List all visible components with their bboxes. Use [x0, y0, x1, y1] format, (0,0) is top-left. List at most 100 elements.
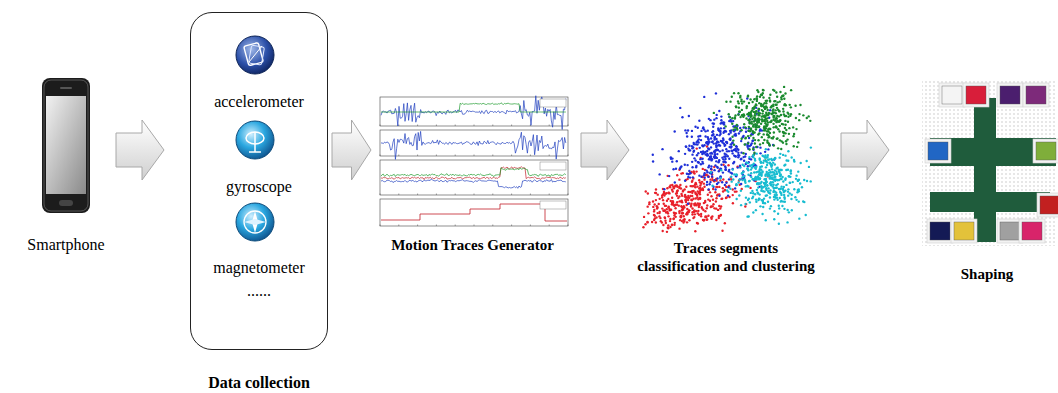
scatter-point: [683, 188, 685, 190]
scatter-point: [750, 144, 752, 146]
chart-tick: [436, 225, 437, 227]
scatter-point: [729, 138, 731, 140]
chart-tick: [549, 125, 550, 127]
scatter-point: [665, 192, 667, 194]
scatter-point: [722, 190, 724, 192]
scatter-point: [765, 219, 767, 221]
scatter-point: [753, 120, 755, 122]
scatter-point: [692, 171, 694, 173]
scatter-point: [710, 168, 712, 170]
scatter-point: [747, 165, 749, 167]
scatter-point: [655, 199, 657, 201]
scatter-point: [758, 108, 760, 110]
scatter-point: [751, 164, 753, 166]
scatter-point: [684, 129, 686, 131]
scatter-point: [780, 178, 782, 180]
motion-traces-chart: [380, 96, 568, 226]
scatter-point: [725, 181, 727, 183]
scatter-point: [716, 134, 718, 136]
scatter-point: [680, 165, 682, 167]
scatter-point: [776, 187, 778, 189]
scatter-point: [696, 143, 698, 145]
scatter-point: [652, 160, 654, 162]
scatter-point: [748, 102, 750, 104]
scatter-point: [753, 107, 755, 109]
scatter-point: [798, 217, 800, 219]
scatter-point: [756, 189, 758, 191]
scatter-point: [765, 195, 767, 197]
scatter-point: [695, 204, 697, 206]
scatter-point: [656, 207, 658, 209]
scatter-point: [759, 172, 761, 174]
scatter-point: [728, 178, 730, 180]
scatter-point: [698, 161, 700, 163]
scatter-point: [727, 164, 729, 166]
scatter-point: [751, 118, 753, 120]
scatter-point: [757, 176, 759, 178]
scatter-point: [731, 172, 733, 174]
scatter-point: [764, 151, 766, 153]
scatter-point: [735, 183, 737, 185]
room-block: [954, 222, 974, 240]
scatter-point: [724, 169, 726, 171]
scatter-point: [712, 134, 714, 136]
scatter-point: [742, 152, 744, 154]
scatter-point: [753, 152, 755, 154]
scatter-point: [710, 159, 712, 161]
room-halo: [1033, 139, 1058, 163]
scatter-point: [670, 209, 672, 211]
scatter-point: [758, 125, 760, 127]
scatter-point: [711, 173, 713, 175]
chart-tick: [549, 155, 550, 157]
scatter-point: [735, 190, 737, 192]
scatter-point: [666, 231, 668, 233]
scatter-point: [718, 170, 720, 172]
scatter-point: [765, 112, 767, 114]
scatter-point: [668, 175, 670, 177]
scatter-point: [763, 116, 765, 118]
scatter-point: [790, 89, 792, 91]
chart-tick: [492, 194, 493, 196]
scatter-point: [773, 210, 775, 212]
scatter-point: [661, 230, 663, 232]
scatter-point: [664, 217, 666, 219]
scatter-point: [701, 158, 703, 160]
room-halo: [927, 219, 953, 243]
scatter-point: [782, 180, 784, 182]
scatter-point: [681, 220, 683, 222]
scatter-point: [765, 102, 767, 104]
scatter-point: [707, 147, 709, 149]
scatter-point: [773, 100, 775, 102]
scatter-point: [752, 154, 754, 156]
scatter-point: [757, 139, 759, 141]
scatter-point: [729, 139, 731, 141]
smartphone-node: Smartphone: [42, 78, 90, 213]
sensor-group-box: accelerometergyroscopemagnetometer......…: [190, 12, 328, 350]
scatter-point: [700, 130, 702, 132]
scatter-point: [759, 95, 761, 97]
scatter-point: [722, 178, 724, 180]
scatter-point: [779, 188, 781, 190]
scatter-point: [664, 220, 666, 222]
chart-tick: [530, 194, 531, 196]
scatter-point: [784, 120, 786, 122]
scatter-point: [764, 122, 766, 124]
scatter-point: [695, 204, 697, 206]
scatter-point: [686, 211, 688, 213]
scatter-point: [770, 166, 772, 168]
scatter-point: [733, 154, 735, 156]
scatter-point: [744, 180, 746, 182]
stage-heading: Traces segments classification and clust…: [634, 239, 819, 275]
scatter-point: [713, 179, 715, 181]
scatter-point: [691, 147, 693, 149]
scatter-point: [775, 104, 777, 106]
scatter-point: [691, 195, 693, 197]
chart-tick: [417, 194, 418, 196]
scatter-point: [724, 125, 726, 127]
scatter-point: [738, 132, 740, 134]
scatter-point: [758, 178, 760, 180]
scatter-point: [785, 104, 787, 106]
scatter-point: [783, 186, 785, 188]
scatter-point: [767, 148, 769, 150]
